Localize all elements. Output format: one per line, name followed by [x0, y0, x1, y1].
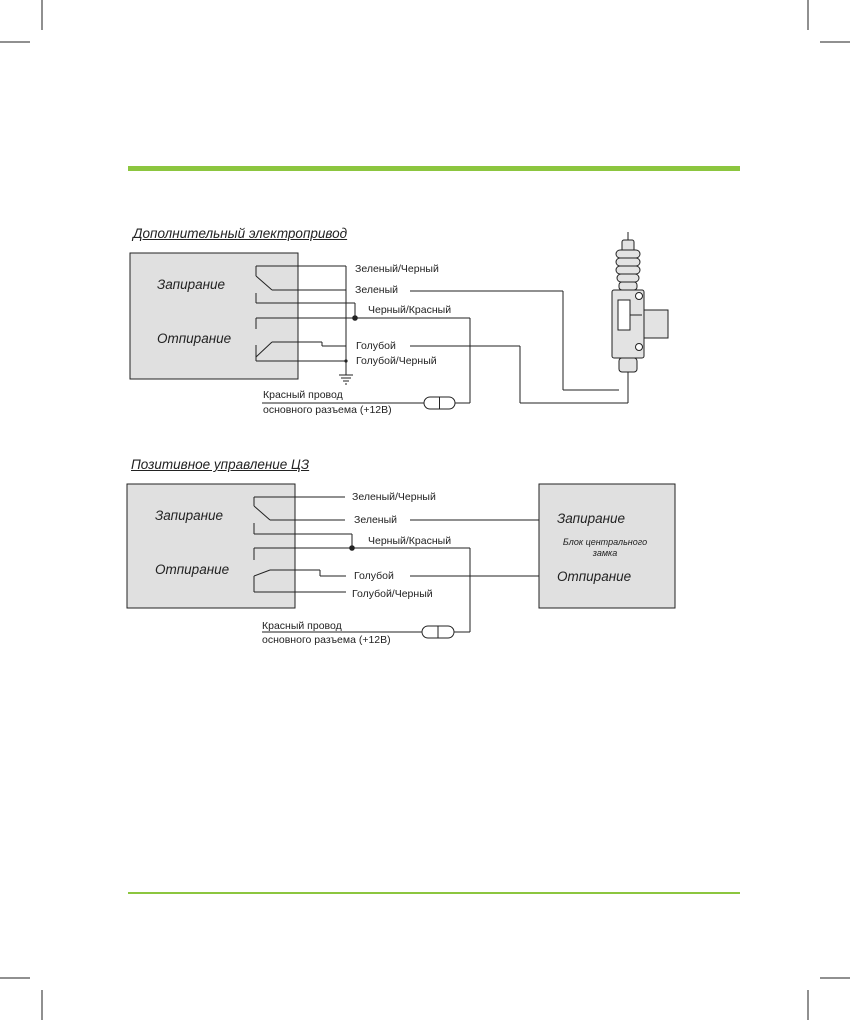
central-lock-name-line1: Блок центрального	[562, 537, 648, 547]
unlock-label: Отпирание	[157, 331, 232, 346]
alarm-unit-box-2	[126, 483, 296, 609]
diagram2-wiring	[126, 483, 676, 633]
diagram2-title: Позитивное управление ЦЗ	[131, 457, 310, 472]
lock-label: Запирание	[155, 508, 224, 523]
wire-label-green: Зеленый	[354, 514, 398, 526]
wire-label-blue: Голубой	[354, 570, 394, 582]
central-lock-box	[538, 483, 676, 609]
wire-label-green-black: Зеленый/Черный	[352, 491, 436, 503]
wire-label-black-red: Черный/Красный	[368, 535, 452, 547]
wire-label-green: Зеленый	[355, 284, 399, 296]
junction-dot	[344, 359, 348, 363]
central-lock-name-line2: замка	[592, 548, 618, 558]
ground-icon	[339, 374, 353, 385]
wire-label-blue-black: Голубой/Черный	[356, 355, 437, 367]
lock-label: Запирание	[157, 277, 226, 292]
fuse-icon	[421, 625, 455, 639]
junction-dot	[349, 545, 355, 551]
central-lock-lock-label: Запирание	[557, 511, 626, 526]
footer-accent-bar	[128, 892, 740, 894]
power-wire-label-line1: Красный провод	[263, 389, 343, 401]
unlock-label: Отпирание	[155, 562, 230, 577]
central-lock-unlock-label: Отпирание	[557, 569, 632, 584]
header-accent-bar	[128, 166, 740, 171]
power-wire-label-line2: основного разъема (+12В)	[262, 634, 391, 646]
fuse-icon	[423, 396, 456, 410]
diagram1-wiring	[129, 252, 629, 404]
wire-label-green-black: Зеленый/Черный	[355, 263, 439, 275]
actuator-icon	[611, 232, 669, 373]
wire-label-blue-black: Голубой/Черный	[352, 588, 433, 600]
wire-label-black-red: Черный/Красный	[368, 304, 452, 316]
junction-dot	[352, 315, 358, 321]
alarm-unit-box-1	[129, 252, 299, 380]
power-wire-label-line1: Красный провод	[262, 620, 342, 632]
diagram1-title: Дополнительный электропривод	[133, 226, 348, 241]
power-wire-label-line2: основного разъема (+12В)	[263, 404, 392, 416]
wire-label-blue: Голубой	[356, 340, 396, 352]
